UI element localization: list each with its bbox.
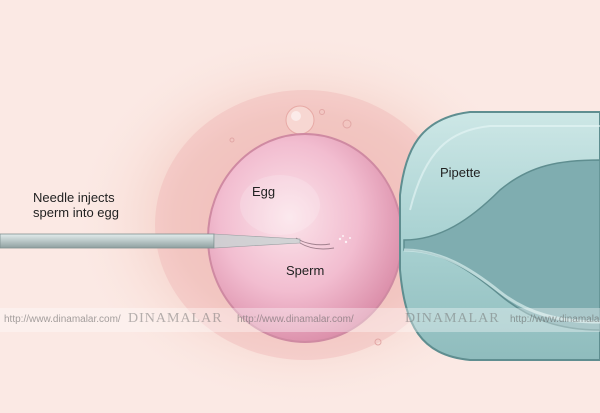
bubble-small bbox=[342, 119, 352, 129]
watermark-url: http://www.dinamalar.com/ bbox=[237, 314, 354, 325]
watermark-url: http://www.dinamalar.com/ bbox=[4, 314, 121, 325]
sperm-label: Sperm bbox=[286, 263, 325, 278]
injection-needle bbox=[0, 233, 215, 249]
bubble-large bbox=[285, 105, 315, 135]
watermark-brand: DINAMALAR bbox=[405, 311, 500, 326]
watermark-url: http://www.dinamalar.c bbox=[510, 314, 600, 325]
egg-label: Egg bbox=[252, 184, 276, 199]
pipette-label: Pipette bbox=[440, 165, 481, 180]
needle-label: Needle injects sperm into egg bbox=[33, 190, 119, 220]
watermark-strip bbox=[0, 308, 600, 332]
holding-pipette bbox=[399, 111, 600, 361]
watermark-brand: DINAMALAR bbox=[128, 311, 223, 326]
